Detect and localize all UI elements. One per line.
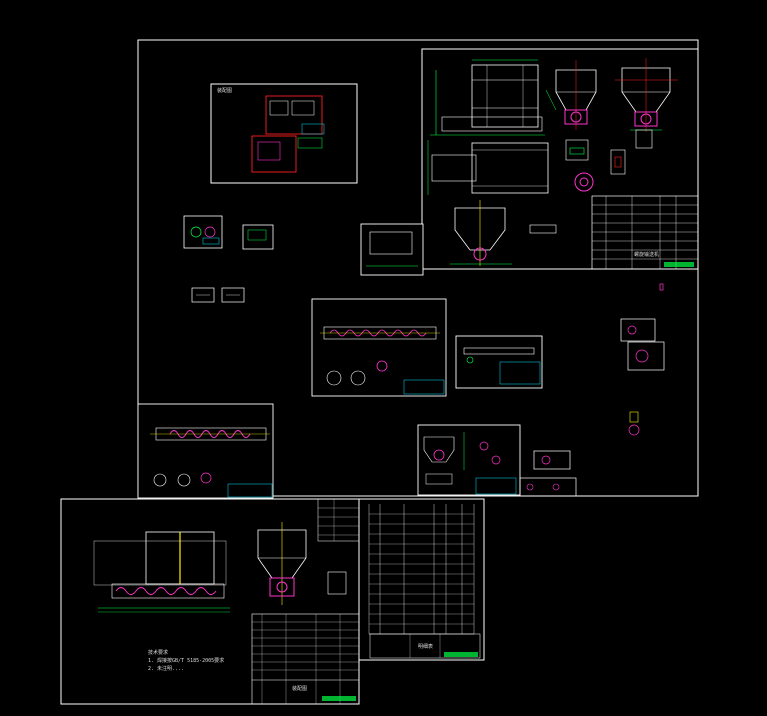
small-part-right-3[interactable] [628, 411, 640, 436]
small-part-left-1[interactable] [183, 215, 223, 249]
sheet-top-right[interactable]: 螺旋输送机 [421, 48, 699, 270]
parts-list-grid: 明细表 [368, 504, 481, 659]
sheet-small-center[interactable] [360, 223, 424, 276]
title-block-top-right: 螺旋输送机 [591, 195, 699, 270]
sheet-parts-list[interactable]: 明细表 [358, 498, 485, 661]
tech-req-line2: 2. 未注明.... [148, 665, 184, 672]
parts-list-title: 明细表 [418, 643, 433, 650]
sheet-screw-left[interactable] [137, 403, 274, 499]
title-block-top-right-text: 螺旋输送机 [634, 251, 659, 258]
small-part-right-1[interactable] [620, 318, 656, 342]
small-part-lower-right-2[interactable] [519, 477, 577, 497]
small-part-lower-right-1[interactable] [533, 450, 571, 470]
small-part-left-3[interactable] [191, 287, 245, 303]
inset-sheet-overview[interactable]: 装配图 [210, 83, 358, 184]
tech-req-title: 技术要求 [148, 649, 168, 656]
sheet-assembly-bottom-left[interactable]: 技术要求 1. 焊接按GB/T 5185-2005要求 2. 未注明.... 装… [60, 498, 360, 705]
title-block-bottom-left-text: 装配图 [292, 685, 307, 692]
sheet-small-center-right[interactable] [455, 335, 543, 389]
small-marker [659, 283, 664, 291]
sheet-small-lower-right[interactable] [417, 424, 521, 496]
inset-title: 装配图 [217, 87, 232, 94]
tech-req-line1: 1. 焊接按GB/T 5185-2005要求 [148, 657, 224, 664]
small-part-right-2[interactable] [627, 341, 665, 371]
small-part-left-2[interactable] [242, 224, 274, 250]
sheet-screw-center[interactable] [311, 298, 447, 397]
